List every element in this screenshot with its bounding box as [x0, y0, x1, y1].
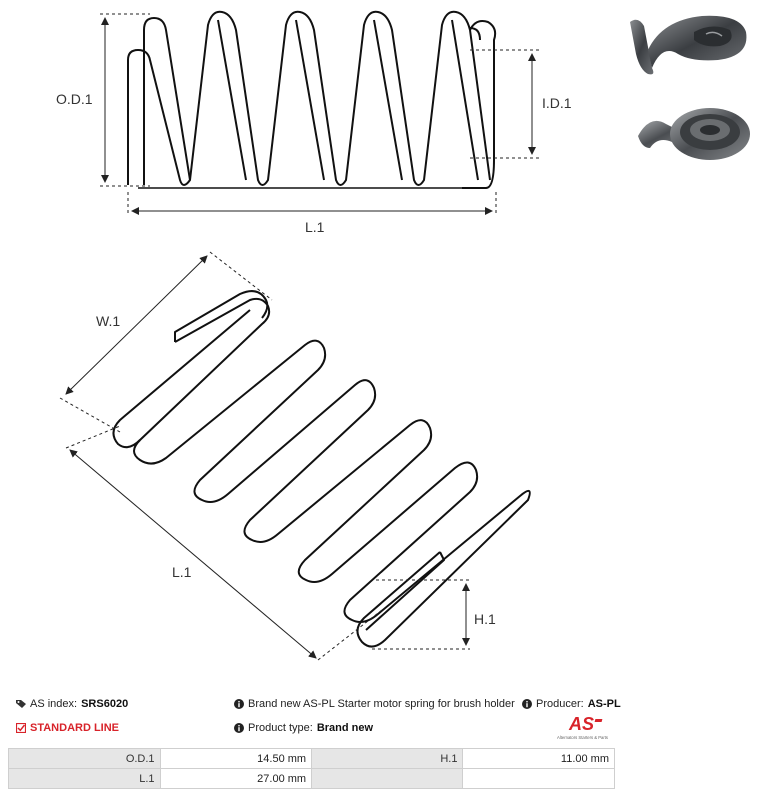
info-icon	[234, 723, 244, 733]
spec-value: 27.00 mm	[159, 768, 313, 789]
table-row: O.D.1 14.50 mm H.1 11.00 mm	[8, 748, 615, 769]
standard-line-badge: STANDARD LINE	[16, 722, 119, 734]
spec-key: O.D.1	[8, 748, 161, 769]
producer-value: AS-PL	[587, 698, 621, 710]
spec-key: L.1	[8, 768, 161, 789]
spec-value	[462, 768, 615, 789]
standard-line-label: STANDARD LINE	[30, 722, 120, 734]
producer-label: Producer:	[536, 698, 584, 710]
as-index-value: SRS6020	[81, 698, 129, 710]
spec-value: 11.00 mm	[462, 748, 615, 769]
top-length-label: L.1	[305, 219, 325, 235]
svg-text:AS: AS	[568, 714, 594, 734]
product-info: AS index: SRS6020 STANDARD LINE Brand ne…	[0, 690, 759, 740]
product-type: Product type: Brand new	[234, 722, 373, 734]
as-index: AS index: SRS6020	[16, 698, 128, 710]
bottom-dimensions	[59, 251, 470, 661]
bottom-spring-drawing	[112, 290, 531, 648]
bottom-height-label: H.1	[474, 611, 496, 627]
top-spring-drawing	[127, 10, 497, 189]
spec-value: 14.50 mm	[159, 748, 313, 769]
bottom-width-label: W.1	[96, 313, 120, 329]
as-pl-logo: AS Alternators Starters & Parts	[557, 714, 608, 740]
product-type-label: Product type:	[248, 722, 313, 734]
product-photo-2	[638, 108, 750, 160]
spec-key	[311, 768, 464, 789]
svg-text:Alternators Starters & Parts: Alternators Starters & Parts	[557, 735, 608, 740]
info-icon	[234, 699, 244, 709]
top-od-label: O.D.1	[56, 91, 93, 107]
tags-icon	[16, 700, 26, 708]
description-text: Brand new AS-PL Starter motor spring for…	[248, 698, 515, 710]
producer: Producer: AS-PL	[522, 698, 621, 710]
table-row: L.1 27.00 mm	[8, 768, 615, 789]
technical-drawing: O.D.1 I.D.1 L.1 W.1 L.1 H.1	[56, 10, 572, 661]
top-dimensions	[100, 13, 540, 216]
as-index-label: AS index:	[30, 698, 78, 710]
description: Brand new AS-PL Starter motor spring for…	[234, 698, 515, 710]
spec-key: H.1	[311, 748, 464, 769]
checkbox-icon	[16, 723, 26, 733]
product-type-value: Brand new	[316, 722, 374, 734]
product-photo-1	[630, 15, 747, 75]
specs-table: O.D.1 14.50 mm H.1 11.00 mm L.1 27.00 mm	[8, 748, 615, 789]
bottom-length-label: L.1	[172, 564, 192, 580]
info-icon	[522, 699, 532, 709]
top-id-label: I.D.1	[542, 95, 572, 111]
